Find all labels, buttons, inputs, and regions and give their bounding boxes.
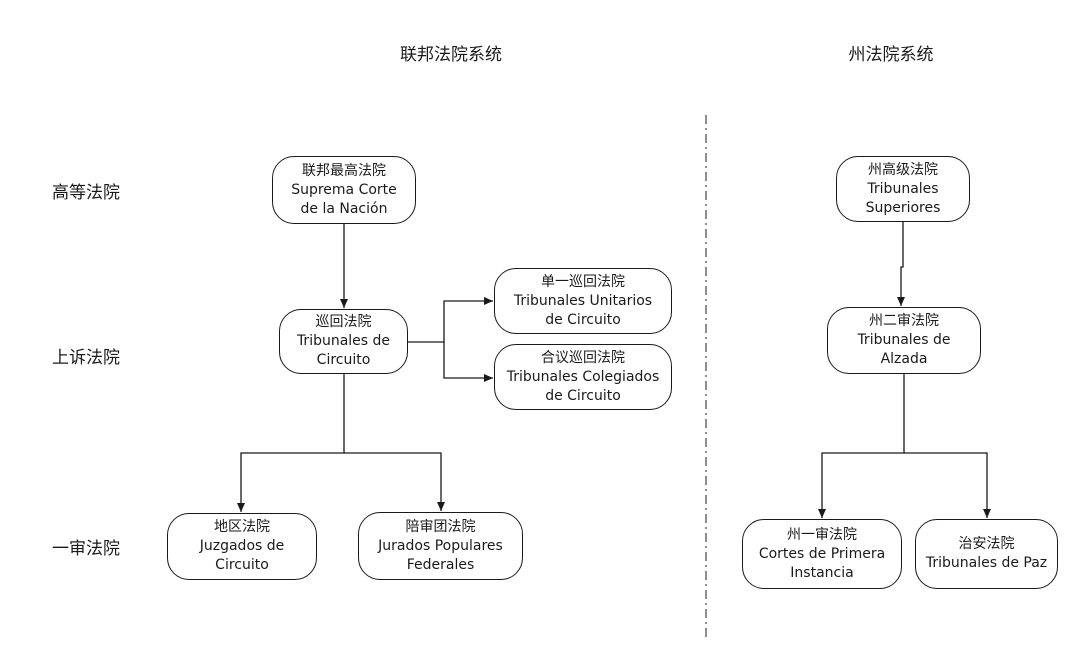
federal-system-heading: 联邦法院系统: [400, 45, 502, 65]
node-supreme-court-line: 联邦最高法院: [302, 162, 386, 179]
node-district-courts-line: Juzgados de: [199, 538, 285, 554]
node-unitary-circuit-courts-line: 单一巡回法院: [541, 273, 625, 290]
node-state-first-instance-courts-line: Instancia: [790, 564, 854, 581]
node-state-appeal-courts: 州二审法院 Tribunales de Alzada: [827, 307, 981, 374]
node-district-courts: 地区法院 Juzgados de Circuito: [167, 513, 317, 580]
node-state-first-instance-courts-line: 州一审法院: [787, 526, 857, 543]
node-collegiate-circuit-courts-line: de Circuito: [545, 387, 621, 404]
node-unitary-circuit-courts-line: Tribunales Unitarios: [513, 292, 653, 309]
node-state-appeal-courts-line: Tribunales de: [857, 332, 951, 348]
arrow-state-appeal-to-peace: [904, 452, 991, 518]
node-unitary-circuit-courts-line: de Circuito: [545, 311, 621, 328]
node-circuit-courts-line: Tribunales de: [296, 333, 391, 349]
node-circuit-courts: 巡回法院 Tribunales de Circuito: [279, 309, 408, 374]
node-federal-jury-courts-line: Federales: [406, 556, 475, 573]
node-collegiate-circuit-courts-line: Tribunales Colegiados: [506, 368, 660, 385]
node-state-superior-courts-line: Superiores: [865, 199, 941, 216]
level-label-first: 一审法院: [52, 539, 120, 559]
node-collegiate-circuit-courts-line: 合议巡回法院: [541, 349, 625, 366]
state-system-heading: 州法院系统: [848, 45, 934, 65]
node-state-appeal-courts-line: 州二审法院: [869, 313, 939, 329]
node-peace-courts: 治安法院 Tribunales de Paz: [915, 519, 1058, 589]
node-state-superior-courts-line: Tribunales: [867, 180, 939, 197]
node-federal-jury-courts-line: 陪审团法院: [405, 518, 476, 535]
node-supreme-court-line: de la Nación: [300, 200, 388, 217]
node-federal-jury-courts: 陪审团法院 Jurados Populares Federales: [358, 512, 523, 580]
node-state-first-instance-courts: 州一审法院 Cortes de Primera Instancia: [742, 519, 902, 589]
level-label-appeal: 上诉法院: [52, 348, 120, 368]
node-peace-courts-line: 治安法院: [958, 536, 1015, 552]
node-supreme-court-line: Suprema Corte: [291, 181, 397, 198]
level-label-high: 高等法院: [52, 183, 120, 203]
node-circuit-courts-line: 巡回法院: [315, 314, 372, 330]
arrow-state-appeal-to-state-first: [818, 374, 905, 518]
arrow-circuit-to-district: [237, 374, 345, 512]
node-state-appeal-courts-line: Alzada: [880, 351, 928, 367]
node-unitary-circuit-courts: 单一巡回法院 Tribunales Unitarios de Circuito: [494, 268, 672, 334]
node-district-courts-line: Circuito: [215, 557, 269, 573]
node-state-first-instance-courts-line: Cortes de Primera: [758, 545, 886, 562]
node-peace-courts-line: Tribunales de Paz: [925, 555, 1048, 571]
node-state-superior-courts: 州高级法院 Tribunales Superiores: [836, 156, 970, 222]
node-collegiate-circuit-courts: 合议巡回法院 Tribunales Colegiados de Circuito: [494, 344, 672, 410]
node-circuit-courts-line: Circuito: [316, 352, 371, 368]
arrow-circuit-to-unitary: [408, 297, 493, 343]
node-state-superior-courts-line: 州高级法院: [868, 161, 938, 178]
node-supreme-court: 联邦最高法院 Suprema Corte de la Nación: [272, 156, 416, 224]
node-federal-jury-courts-line: Jurados Populares: [378, 537, 503, 554]
arrow-state-superior-to-state-appeal: [897, 222, 905, 306]
arrow-circuit-to-collegiate: [443, 342, 493, 382]
node-district-courts-line: 地区法院: [214, 519, 270, 535]
arrow-circuit-to-jury: [344, 452, 445, 511]
